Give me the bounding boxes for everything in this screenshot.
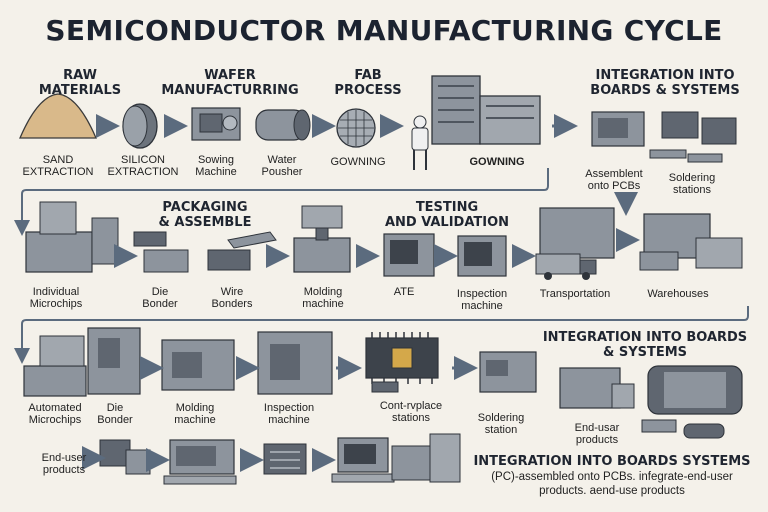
label-sand-extraction: SAND EXTRACTION bbox=[22, 154, 94, 178]
warehouse-icon bbox=[639, 213, 743, 271]
label-die-bonder: Die Bonder bbox=[142, 286, 178, 310]
label-transportation: Transportation bbox=[539, 288, 611, 300]
sowing-machine-icon bbox=[191, 107, 241, 141]
integration-description: (PC)-assembled onto PCBs. infegrate-end-… bbox=[491, 471, 733, 497]
heading-wafer-manufacturing: WAFER MANUFACTURRING bbox=[161, 68, 299, 98]
label-inspection-machine: Inspection machine bbox=[456, 288, 508, 312]
label-soldering-stations: Soldering stations bbox=[668, 172, 716, 196]
pc-assembly-icon bbox=[391, 433, 461, 483]
heading-fab-process: FAB PROCESS bbox=[334, 68, 402, 98]
label-ate: ATE bbox=[393, 286, 415, 298]
label-molding-machine: Molding machine bbox=[302, 286, 344, 310]
assembly-computer-icon bbox=[591, 111, 645, 147]
page-title: SEMICONDUCTOR MANUFACTURING CYCLE bbox=[45, 14, 723, 47]
label-end-user-products: End-user products bbox=[41, 452, 87, 476]
label-individual-microchips: Individual Microchips bbox=[29, 286, 83, 310]
die-bonder-icon bbox=[133, 231, 189, 273]
heading-testing: TESTING AND VALIDATION bbox=[384, 200, 510, 230]
silicon-wafer-icon bbox=[122, 103, 158, 149]
label-inspection-machine-row3: Inspection machine bbox=[263, 402, 315, 426]
heading-integration-row3: INTEGRATION INTO BOARDS & SYSTEMS bbox=[542, 330, 748, 360]
heading-raw-materials: RAW MATERIALS bbox=[38, 68, 122, 98]
label-gowning: GOWNING bbox=[330, 156, 386, 168]
label-molding-machine-row3: Molding machine bbox=[174, 402, 216, 426]
water-pousher-icon bbox=[255, 109, 311, 141]
label-wire-bonders: Wire Bonders bbox=[211, 286, 253, 310]
sand-pile-icon bbox=[19, 93, 97, 139]
wire-bonders-icon bbox=[207, 231, 277, 271]
soldering-monitors-icon bbox=[649, 111, 737, 163]
end-user-devices-icon bbox=[99, 439, 151, 475]
molding-machine-2-icon bbox=[161, 339, 235, 391]
molding-machine-icon bbox=[293, 205, 351, 273]
heading-integration-row4: INTEGRATION INTO BOARDS SYSTEMS bbox=[473, 454, 751, 469]
label-automated-microchips: Automated Microchips bbox=[28, 402, 82, 426]
label-gowning-building: GOWNING bbox=[469, 156, 525, 168]
workstation-icon bbox=[331, 437, 395, 483]
label-silicon-extraction: SILICON EXTRACTION bbox=[107, 154, 179, 178]
soldering-station-icon bbox=[479, 351, 537, 393]
wafer-grid-icon bbox=[336, 108, 376, 148]
label-end-usar-products: End-usar products bbox=[574, 422, 620, 446]
heading-integration-row1: INTEGRATION INTO BOARDS & SYSTEMS bbox=[590, 68, 740, 98]
label-soldering-station: Soldering station bbox=[477, 412, 525, 436]
ate-machine-icon bbox=[383, 233, 435, 277]
label-warehouses: Warehouses bbox=[647, 288, 709, 300]
die-bonder-2-icon bbox=[87, 327, 141, 395]
server-icon bbox=[263, 443, 307, 475]
automated-microchips-icon bbox=[23, 335, 87, 397]
end-usar-products-icon bbox=[559, 365, 743, 439]
fab-building-icon bbox=[431, 75, 541, 145]
heading-packaging: PACKAGING & ASSEMBLE bbox=[158, 200, 252, 230]
transport-truck-icon bbox=[535, 207, 615, 280]
desktop-pc-icon bbox=[163, 439, 237, 485]
label-water-pousher: Water Pousher bbox=[261, 154, 303, 178]
microchips-machine-icon bbox=[25, 201, 119, 273]
gowning-person-icon bbox=[411, 115, 429, 170]
label-die-bonder-row3: Die Bonder bbox=[97, 402, 133, 426]
microchip-icon bbox=[365, 332, 439, 393]
label-cont-rvplace: Cont-rvplace stations bbox=[379, 400, 443, 424]
inspection-machine-icon bbox=[457, 235, 507, 277]
label-assemblent: Assemblent onto PCBs bbox=[585, 168, 643, 192]
inspection-machine-2-icon bbox=[257, 331, 333, 395]
label-sowing-machine: Sowing Machine bbox=[195, 154, 237, 178]
